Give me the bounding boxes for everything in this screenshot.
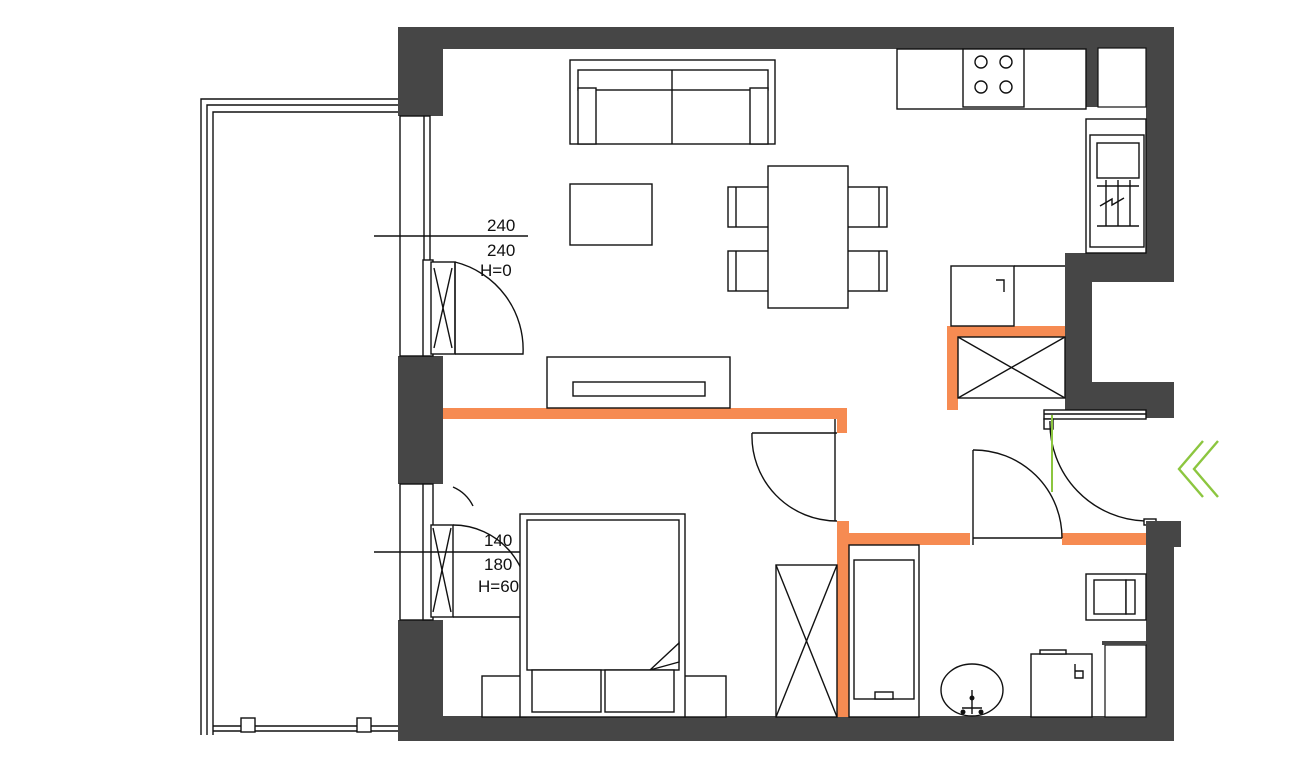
wall-north (398, 27, 1174, 49)
wall-west-mid (398, 356, 443, 484)
bathtub (848, 544, 920, 718)
window-width-label: 140 (484, 531, 512, 550)
partition-walls (443, 326, 1146, 717)
kitchen-sink-icon (1096, 142, 1140, 179)
window-height-label: 240 (487, 241, 515, 260)
washbasin (940, 663, 1004, 717)
window-width-label: 240 (487, 216, 515, 235)
cooktop-icon (962, 48, 1025, 108)
partition-living-bedroom (443, 408, 847, 419)
fridge (950, 265, 1065, 327)
kitchen-counter (896, 48, 1147, 254)
double-chevron-left-icon (1177, 440, 1219, 498)
coffee-table (569, 183, 653, 246)
wall-west-top (398, 27, 443, 116)
wall-east-bottom (1146, 521, 1174, 741)
bedroom-door (751, 419, 838, 522)
exterior-walls (398, 27, 1174, 741)
wall-south (398, 716, 1174, 741)
wardrobe (775, 564, 838, 718)
window-sill-label: H=0 (480, 261, 512, 280)
window-sill-label: H=60 (478, 577, 519, 596)
partition-bath-west (837, 521, 849, 717)
wall-west-bottom (398, 620, 443, 741)
boiler (1085, 573, 1147, 621)
living-window: 240 240 H=0 (374, 115, 528, 357)
bathroom-door (972, 449, 1063, 545)
dining-set (727, 165, 888, 309)
partition-bath-north (837, 533, 970, 545)
bed (481, 513, 727, 718)
sofa (569, 59, 776, 145)
washing-machine (1030, 649, 1093, 718)
partition-closet (947, 326, 1065, 337)
tv-stand (546, 356, 731, 409)
bedroom-window: 140 180 H=60 (374, 483, 529, 621)
closet-entry (957, 336, 1066, 399)
window-height-label: 180 (484, 555, 512, 574)
entrance-door (1043, 409, 1157, 526)
wall-east-door-jamb (1146, 382, 1174, 418)
dining-table (767, 165, 849, 309)
balcony (200, 98, 400, 735)
